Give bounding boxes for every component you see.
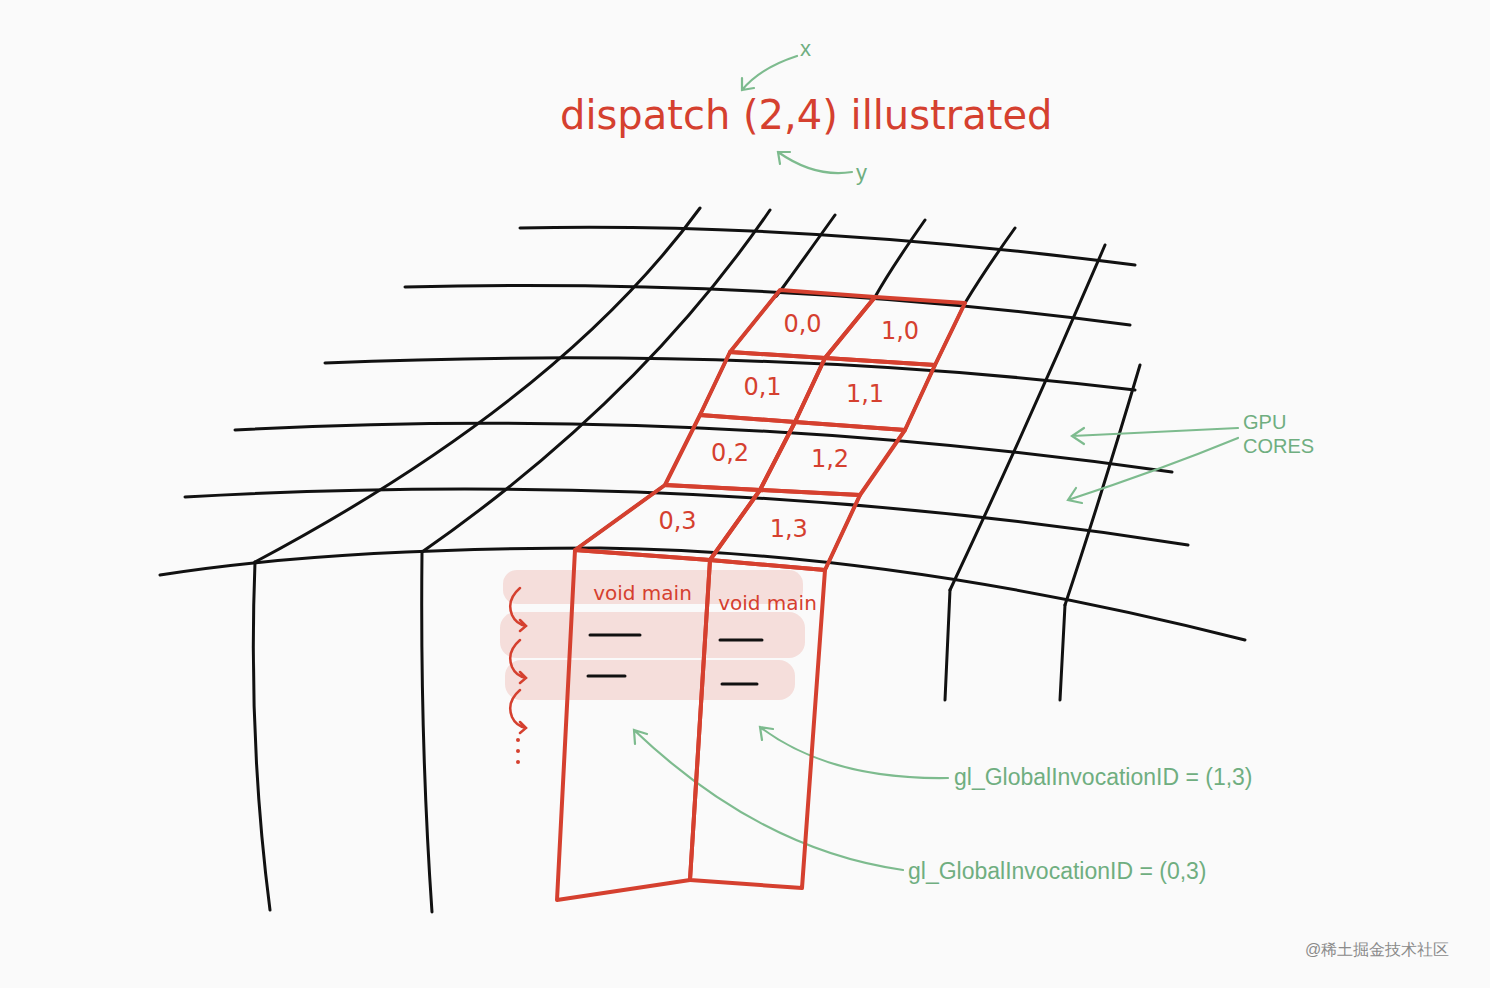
invocation-cell: 0,2 [665, 415, 795, 490]
invocation-id: 0,0 [783, 310, 821, 338]
loop-arrows [510, 588, 526, 733]
code-dashes [588, 635, 762, 684]
axis-label: y [856, 160, 867, 186]
invocation-id: 0,1 [743, 373, 781, 401]
invocation-id: 1,1 [846, 380, 884, 408]
shader-column: void main [690, 560, 825, 888]
callout-label: GPU CORES [1243, 410, 1319, 458]
invocation-cell: 0,1 [700, 352, 825, 422]
function-name: void main [593, 581, 692, 605]
invocation-cell: 1,2 [760, 422, 905, 495]
invocation-id: 0,3 [658, 507, 696, 535]
watermark: @稀土掘金技术社区 [1305, 940, 1449, 959]
invocation-cell: 1,1 [795, 358, 935, 430]
shader-column: void main [557, 550, 710, 900]
diagram-title: dispatch (2,4) illustrated [560, 92, 1052, 138]
ellipsis-dots [516, 738, 520, 764]
invocation-id: 1,3 [770, 515, 808, 543]
leader-arrows [634, 56, 1238, 870]
callout-label: gl_GlobalInvocationID = (0,3) [908, 858, 1207, 886]
invocation-cell: 1,0 [825, 297, 965, 365]
invocation-id: 1,2 [811, 445, 849, 473]
core-grid [160, 208, 1245, 912]
function-name: void main [718, 591, 817, 615]
invocation-id: 0,2 [711, 439, 749, 467]
callout-label: gl_GlobalInvocationID = (1,3) [954, 764, 1253, 792]
code-line-bands [500, 570, 805, 700]
invocation-cell: 0,3 [575, 485, 760, 560]
invocation-id: 1,0 [881, 317, 919, 345]
axis-label: x [800, 36, 811, 62]
invocation-cell: 1,3 [710, 490, 860, 570]
